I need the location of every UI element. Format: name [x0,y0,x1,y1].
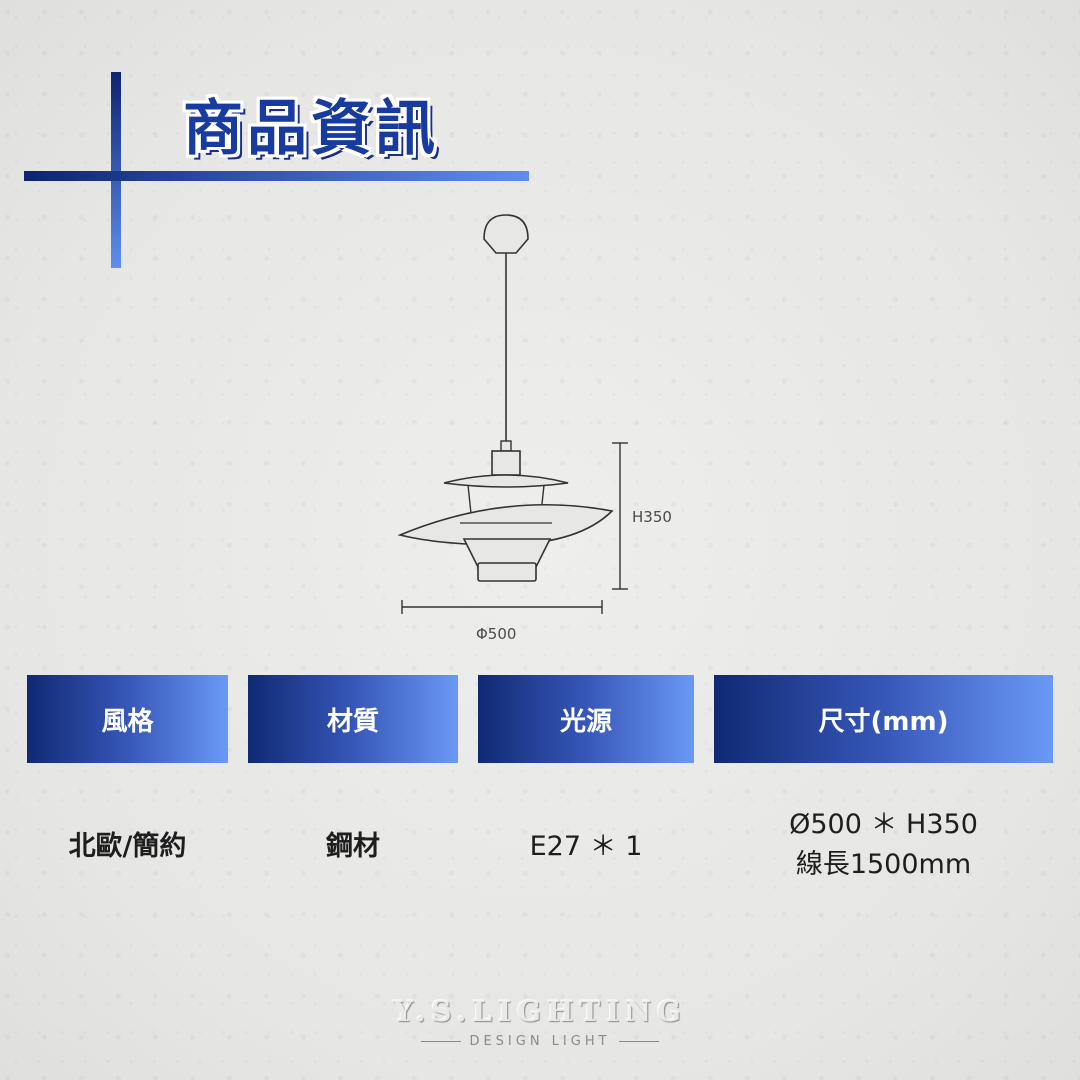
spec-header-style: 風格 [27,675,228,763]
diameter-label: Φ500 [476,625,516,643]
decorative-vertical-bar [111,72,121,268]
brand-tagline: DESIGN LIGHT [469,1034,611,1049]
spec-header-light-source: 光源 [478,675,694,763]
spec-header-size: 尺寸(mm) [714,675,1053,763]
spec-value-size: Ø500 ＊ H350 [789,809,978,840]
brand-name: Y.S.LIGHTING [393,995,687,1028]
page-title: 商品資訊 [183,94,439,164]
spec-value-material: 鋼材 [326,831,380,862]
lamp-canopy [483,214,529,254]
lamp-dimension-drawing: H350 Φ500 [397,214,672,643]
decorative-horizontal-bar [24,171,529,181]
spec-header-material: 材質 [248,675,458,763]
spec-value-style: 北歐/簡約 [68,831,187,862]
lamp-upper-shade [443,474,569,488]
brand-logo: Y.S.LIGHTING DESIGN LIGHT [340,995,740,1049]
lamp-cord-grip [500,440,512,452]
lamp-top-stem [491,450,521,476]
lamp-middle-shade [397,503,614,546]
logo-divider-left [421,1041,462,1042]
spec-value-cord-length: 線長1500mm [795,849,972,880]
lamp-bottom-cylinder [477,562,537,582]
spec-value-light-source: E27 ＊ 1 [529,831,643,862]
logo-divider-right [618,1041,659,1042]
height-label: H350 [632,508,672,526]
